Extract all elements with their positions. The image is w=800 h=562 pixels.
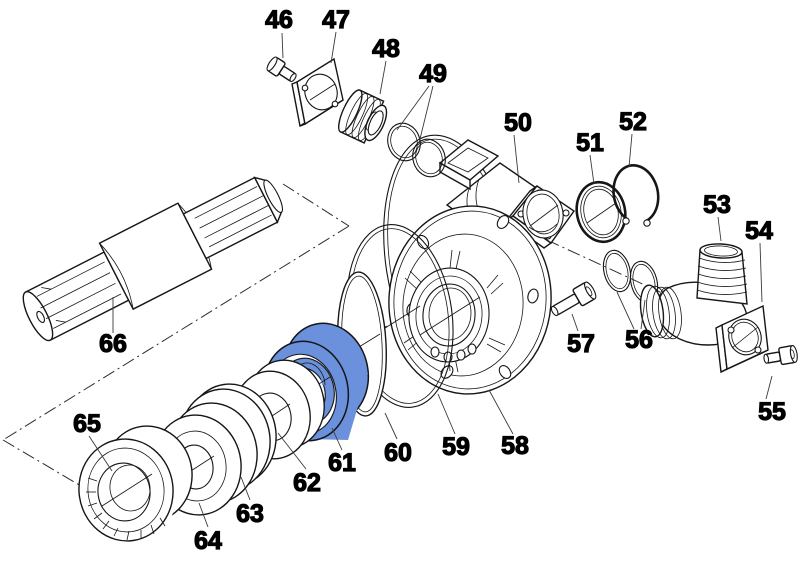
leader-line-part-64 (198, 502, 209, 528)
part-label-47: 47 (322, 6, 350, 34)
part-label-49: 49 (419, 60, 447, 88)
leader-line-part-55 (765, 375, 773, 400)
axis-centerlines (2, 183, 661, 497)
part-label-59: 59 (442, 433, 470, 461)
leader-line-part-62 (277, 432, 307, 470)
part-label-66: 66 (99, 330, 127, 358)
leader-line-part-57 (571, 313, 579, 332)
part-label-57: 57 (567, 330, 595, 358)
leader-line-part-52 (628, 133, 633, 168)
part-label-65: 65 (73, 410, 101, 438)
part-label-55: 55 (758, 398, 786, 426)
leader-line-part-63 (240, 476, 251, 501)
part-label-63: 63 (236, 500, 264, 528)
part-label-61: 61 (328, 449, 356, 477)
part-label-62: 62 (293, 469, 321, 497)
part-66-shaft (22, 176, 284, 342)
leader-line-part-56 (640, 299, 646, 330)
part-label-53: 53 (703, 191, 731, 219)
part-label-60: 60 (384, 439, 412, 467)
part-48-threaded-plug (338, 89, 388, 144)
part-54-flange-plate (715, 304, 769, 374)
leader-line-part-49 (418, 85, 434, 144)
bearing-rollers (86, 477, 166, 541)
leader-line-part-60 (384, 412, 398, 440)
part-label-51: 51 (576, 129, 604, 157)
leader-line-part-49 (396, 85, 430, 131)
leader-line-part-50 (513, 134, 520, 184)
part-55-bolt (763, 344, 798, 366)
part-65-taper-bearing (78, 425, 193, 542)
leader-line-part-56 (616, 291, 635, 330)
part-label-52: 52 (619, 108, 647, 136)
leader-line-part-58 (488, 389, 514, 435)
leader-line-part-54 (759, 242, 763, 303)
housing-spokes (403, 249, 506, 373)
leader-line-part-48 (379, 60, 387, 95)
leader-line-part-51 (589, 154, 595, 185)
part-label-50: 50 (504, 109, 532, 137)
part-51-seal-ring (575, 180, 627, 244)
part-label-46: 46 (265, 6, 293, 34)
part-label-58: 58 (501, 432, 529, 460)
part-52-circlip (612, 164, 660, 227)
part-57-bolt (550, 281, 597, 317)
leader-line-part-59 (437, 393, 456, 435)
part-46-bolt (266, 56, 297, 83)
part-50-housing-neck (438, 139, 575, 249)
part-47-flange-plate (291, 57, 344, 127)
leader-line-part-47 (330, 31, 337, 64)
leader-line-part-53 (717, 216, 722, 242)
part-label-54: 54 (745, 217, 773, 245)
part-label-48: 48 (372, 35, 400, 63)
leader-line-part-65 (88, 435, 113, 472)
part-50-housing-bell (388, 205, 552, 395)
leader-line-part-61 (331, 427, 343, 451)
part-label-64: 64 (194, 527, 222, 555)
leader-line-part-46 (281, 32, 284, 59)
part-label-56: 56 (625, 326, 653, 354)
